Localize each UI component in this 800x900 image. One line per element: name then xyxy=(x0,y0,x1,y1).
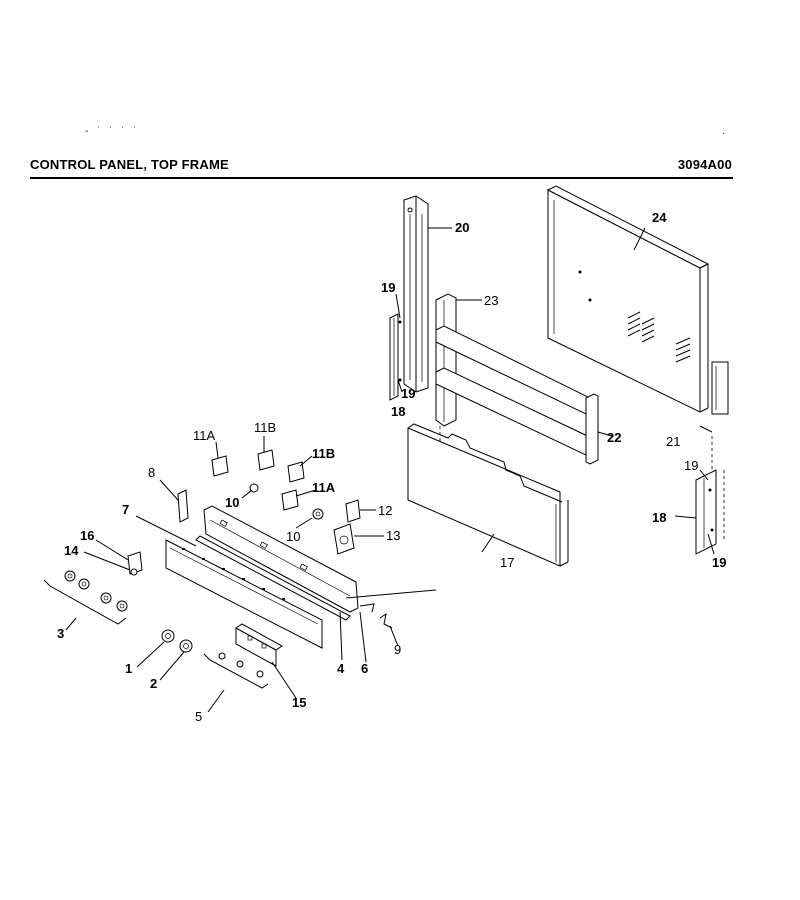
callout-16: 16 xyxy=(80,528,94,543)
callout-2: 2 xyxy=(150,676,157,691)
part-11b-switch-lower xyxy=(287,461,305,483)
callout-17: 17 xyxy=(500,555,514,570)
callout-18a: 18 xyxy=(391,404,405,419)
callout-9: 9 xyxy=(394,642,401,657)
part-18-hinge-right xyxy=(695,436,725,555)
part-5-screw-set xyxy=(203,652,269,689)
callout-13: 13 xyxy=(386,528,400,543)
callout-20: 20 xyxy=(455,220,469,235)
callout-12: 12 xyxy=(378,503,392,518)
part-14-screw xyxy=(130,568,138,576)
diagram-code: 3094A00 xyxy=(677,157,732,172)
callout-7: 7 xyxy=(122,502,129,517)
callout-1: 1 xyxy=(125,661,132,676)
callout-19c: 19 xyxy=(684,458,698,473)
part-16-bracket xyxy=(127,551,143,575)
scan-artifact: · xyxy=(722,128,726,139)
callout-6: 6 xyxy=(361,661,368,676)
part-1-knob xyxy=(161,629,175,643)
part-11b-switch-upper xyxy=(257,449,275,471)
part-13-thermostat xyxy=(333,523,355,555)
part-10-knob-lower xyxy=(312,508,324,520)
part-7-faceplate xyxy=(165,539,323,649)
scan-artifact: - ˙ ˙ ˙ ˙ xyxy=(85,126,140,137)
callout-22: 22 xyxy=(607,430,621,445)
part-11a-switch-lower xyxy=(281,489,299,511)
callout-10-lower: 10 xyxy=(286,529,300,544)
part-15-switch-block xyxy=(235,623,283,667)
callout-labels: 20 23 19 19 18 24 22 21 19 18 19 17 11A … xyxy=(57,210,726,724)
callout-19d: 19 xyxy=(712,555,726,570)
callout-11a-upper: 11A xyxy=(193,428,215,443)
part-11a-switch-upper xyxy=(211,455,229,477)
part-9-wire-clip xyxy=(379,612,393,629)
callout-18b: 18 xyxy=(652,510,666,525)
callout-23: 23 xyxy=(484,293,498,308)
callout-3: 3 xyxy=(57,626,64,641)
part-18-hinge-left xyxy=(389,313,402,401)
callout-19b: 19 xyxy=(401,386,415,401)
diagram-title: CONTROL PANEL, TOP FRAME xyxy=(30,157,229,172)
part-4-trim-strip xyxy=(195,535,351,621)
part-20-side-rail xyxy=(403,195,429,393)
callout-10-upper: 10 xyxy=(225,495,239,510)
header-rule xyxy=(30,177,733,179)
part-23-frame-bracket xyxy=(435,293,599,465)
callout-8: 8 xyxy=(148,465,155,480)
callout-11b-upper: 11B xyxy=(254,420,276,435)
part-3-knob-set xyxy=(43,570,128,625)
leader-lines xyxy=(65,227,715,713)
callout-15: 15 xyxy=(292,695,306,710)
part-8-bracket xyxy=(177,489,189,523)
part-24-top-panel xyxy=(546,185,729,415)
callout-4: 4 xyxy=(337,661,345,676)
part-2-knob xyxy=(179,639,193,653)
callout-24: 24 xyxy=(652,210,667,225)
callout-21: 21 xyxy=(666,434,680,449)
callout-11a-lower: 11A xyxy=(312,480,336,495)
callout-19a: 19 xyxy=(381,280,395,295)
part-12-clip xyxy=(345,499,361,523)
callout-11b-lower: 11B xyxy=(312,446,335,461)
part-6-panel-housing xyxy=(203,505,437,613)
part-17-lower-panel xyxy=(407,423,569,567)
callout-5: 5 xyxy=(195,709,202,724)
callout-14: 14 xyxy=(64,543,79,558)
